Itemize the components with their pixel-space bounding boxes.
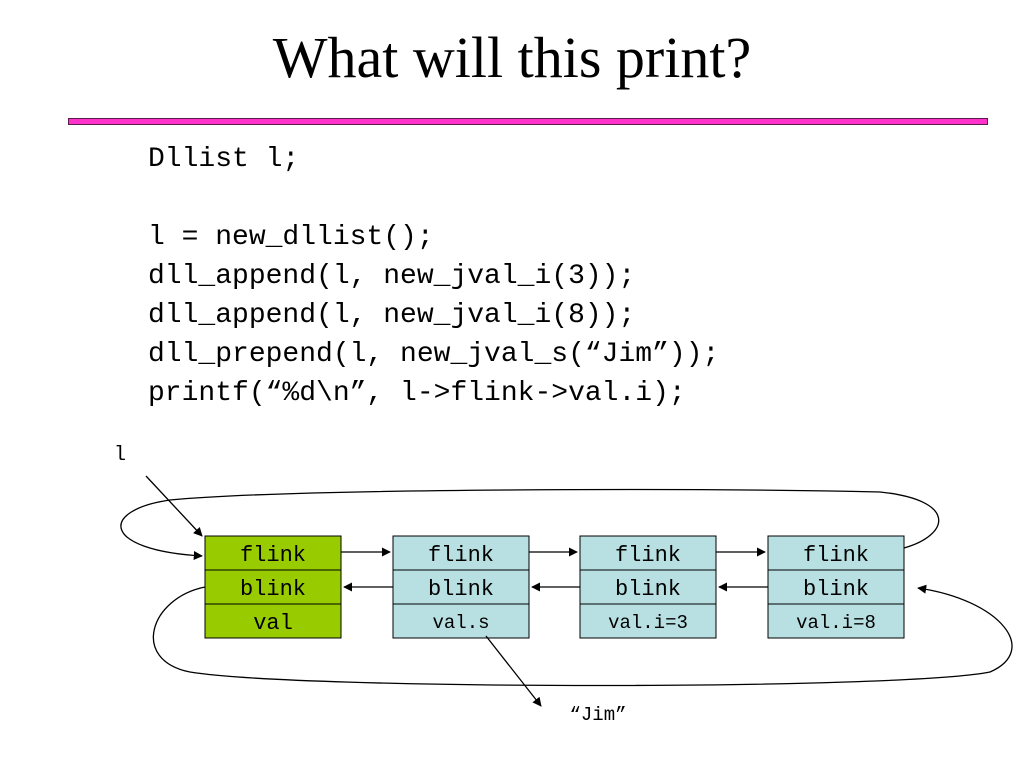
- node-box: [579, 535, 717, 639]
- node-field-blink: blink: [428, 577, 494, 602]
- blink-wrap-arrow: [152, 584, 1013, 687]
- code-line: printf(“%d\n”, l->flink->val.i);: [148, 378, 686, 409]
- node-field-flink: flink: [615, 543, 681, 568]
- node-field-val: val: [253, 611, 293, 636]
- list-node: flink blink val.i=3: [579, 535, 717, 639]
- slide-title: What will this print?: [272, 25, 752, 90]
- node-box: [767, 535, 905, 639]
- code-block: Dllist l; l = new_dllist(); dll_append(l…: [148, 140, 719, 413]
- flink-wrap-arrow: [120, 488, 940, 561]
- node-field-flink: flink: [428, 543, 494, 568]
- list-pointer-arrow: [145, 475, 203, 537]
- list-node: flink blink val.s: [392, 535, 530, 639]
- node-box: [204, 535, 342, 639]
- sentinel-node: flink blink val: [204, 535, 342, 639]
- node-box: [392, 535, 530, 639]
- list-variable-label: l: [114, 444, 127, 467]
- code-line: dll_prepend(l, new_jval_s(“Jim”));: [148, 339, 720, 370]
- node-field-val: val.i=8: [796, 612, 876, 634]
- node-field-flink: flink: [240, 543, 306, 568]
- code-line: l = new_dllist();: [148, 222, 434, 253]
- code-line: dll_append(l, new_jval_i(8));: [148, 300, 636, 331]
- title-divider: [68, 118, 988, 125]
- string-pointer-arrow: [485, 635, 542, 707]
- string-target-label: “Jim”: [569, 704, 626, 726]
- list-node: flink blink val.i=8: [767, 535, 905, 639]
- code-line: Dllist l;: [148, 144, 300, 175]
- node-field-blink: blink: [240, 577, 306, 602]
- code-line: dll_append(l, new_jval_i(3));: [148, 261, 636, 292]
- node-field-val: val.i=3: [608, 612, 688, 634]
- node-field-blink: blink: [803, 577, 869, 602]
- node-field-blink: blink: [615, 577, 681, 602]
- node-field-flink: flink: [803, 543, 869, 568]
- node-field-val: val.s: [432, 612, 489, 634]
